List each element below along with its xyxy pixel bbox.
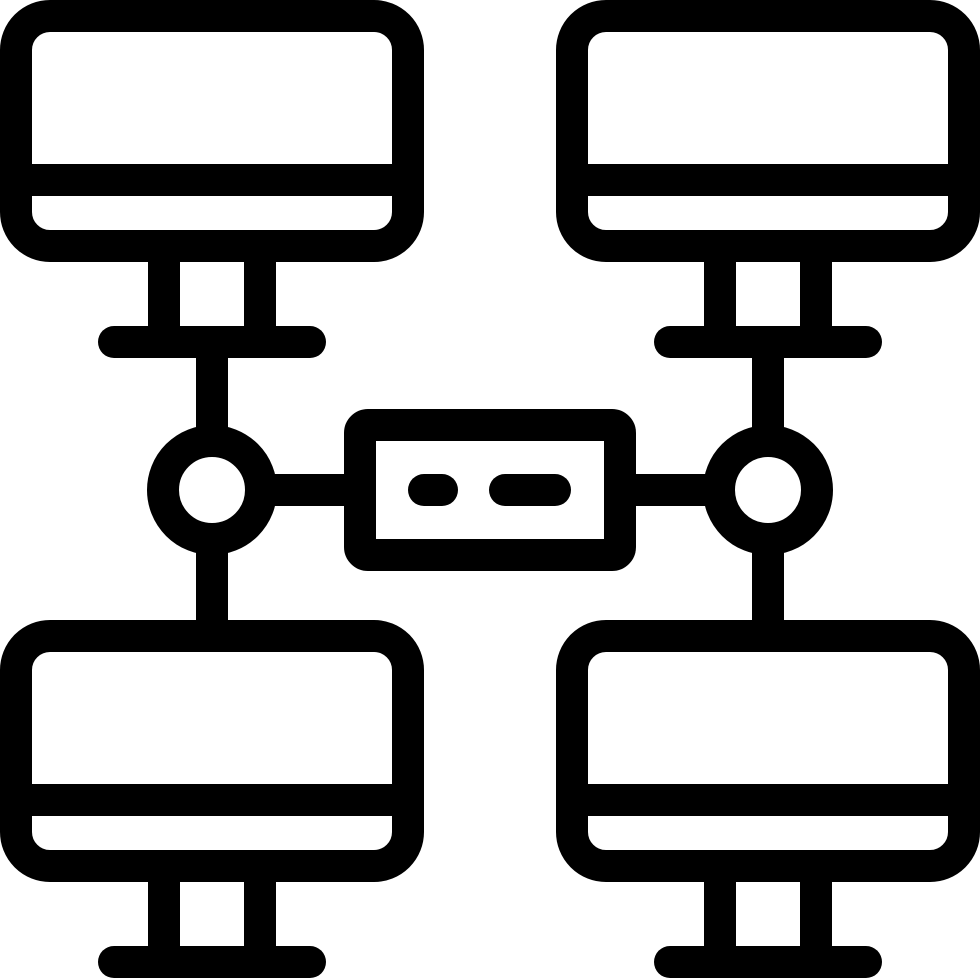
monitor-icon-top-left — [0, 0, 424, 358]
monitor-icon-bottom-right — [556, 620, 980, 978]
network-switch-icon — [344, 409, 636, 571]
left-node-circle-icon — [147, 425, 277, 555]
right-node-circle-icon — [703, 425, 833, 555]
monitor-icon-top-right — [556, 0, 980, 358]
monitor-icon-bottom-left — [0, 620, 424, 978]
